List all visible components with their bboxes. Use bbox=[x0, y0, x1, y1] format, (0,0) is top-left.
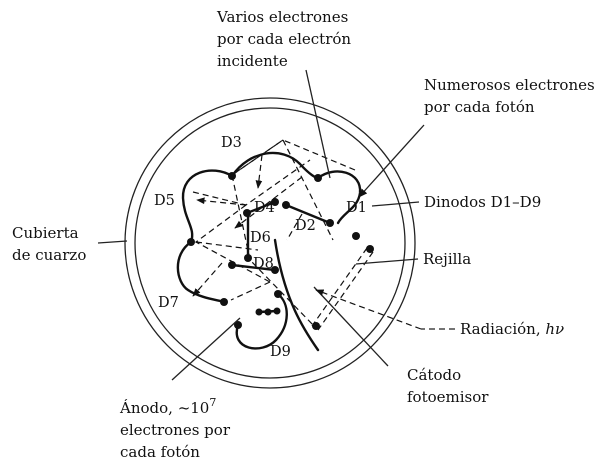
dynode-label-d2: D2 bbox=[295, 218, 316, 234]
label-cubierta-1: Cubierta bbox=[12, 224, 79, 242]
dynode-d5 bbox=[181, 169, 234, 246]
label-varios-1: Varios electrones bbox=[216, 8, 348, 26]
dynode-d2 bbox=[282, 201, 334, 227]
electron-trajectory bbox=[192, 139, 356, 329]
grid bbox=[311, 245, 374, 331]
dynode-label-d3: D3 bbox=[221, 135, 242, 151]
dynode-label-d6: D6 bbox=[250, 230, 271, 246]
label-numerosos-1: Numerosos electrones bbox=[424, 76, 595, 94]
dynode-d7 bbox=[176, 240, 228, 306]
label-anodo-2: electrones por bbox=[120, 421, 231, 439]
quartz-envelope-outer bbox=[124, 97, 416, 389]
dynode-d4 bbox=[243, 198, 279, 217]
pointer-lines bbox=[97, 69, 455, 381]
label-anodo-3: cada fotón bbox=[120, 443, 200, 461]
label-varios-3: incidente bbox=[217, 52, 288, 70]
label-dinodos: Dinodos D1–D9 bbox=[424, 193, 541, 211]
dynode-label-d4: D4 bbox=[254, 200, 275, 216]
label-catodo-1: Cátodo bbox=[407, 366, 461, 384]
dynode-d6 bbox=[244, 211, 252, 262]
label-numerosos-2: por cada fotón bbox=[424, 98, 535, 116]
label-cubierta-2: de cuarzo bbox=[12, 246, 86, 264]
label-radiacion: Radiación, hν bbox=[460, 320, 564, 338]
label-anodo-1: Ánodo, ~107 bbox=[119, 396, 216, 417]
dynode-label-d9: D9 bbox=[270, 344, 291, 360]
dynode-label-d1: D1 bbox=[346, 200, 367, 216]
label-rejilla: Rejilla bbox=[423, 250, 471, 268]
dynode-d3 bbox=[228, 151, 320, 180]
dynode-d9 bbox=[234, 290, 288, 350]
label-catodo-2: fotoemisor bbox=[407, 388, 489, 406]
anode bbox=[255, 307, 281, 316]
quartz-envelope-inner bbox=[134, 107, 406, 379]
dynode-label-d7: D7 bbox=[158, 295, 179, 311]
dynode-label-d5: D5 bbox=[154, 193, 175, 209]
dynode-label-d8: D8 bbox=[253, 256, 274, 272]
label-varios-2: por cada electrón bbox=[217, 30, 351, 48]
dynode-d8 bbox=[228, 261, 279, 274]
